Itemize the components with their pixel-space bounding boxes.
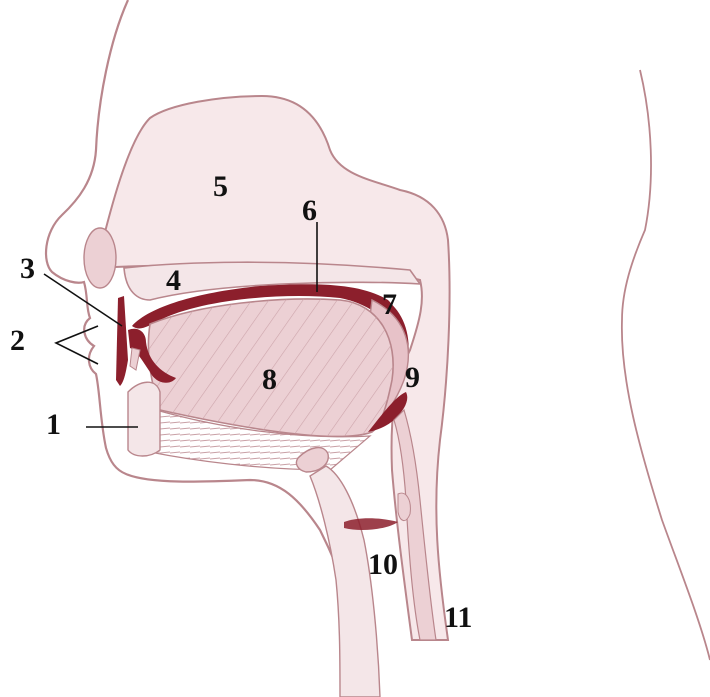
teeth-front xyxy=(116,296,128,386)
nose-cartilage xyxy=(84,228,116,288)
label-11: 11 xyxy=(444,603,472,633)
label-4: 4 xyxy=(166,266,181,296)
lower-jaw xyxy=(128,382,160,456)
neck-back-outline xyxy=(622,70,710,660)
larynx xyxy=(310,466,380,697)
label-5: 5 xyxy=(213,172,228,202)
lower-tooth xyxy=(130,348,140,370)
label-8: 8 xyxy=(262,365,277,395)
label-6: 6 xyxy=(302,196,317,226)
label-10: 10 xyxy=(368,550,398,580)
label-1: 1 xyxy=(46,410,61,440)
label-7: 7 xyxy=(382,290,397,320)
label-2: 2 xyxy=(10,326,25,356)
vocal-folds xyxy=(344,518,398,530)
label-3: 3 xyxy=(20,254,35,284)
label-9: 9 xyxy=(405,363,420,393)
